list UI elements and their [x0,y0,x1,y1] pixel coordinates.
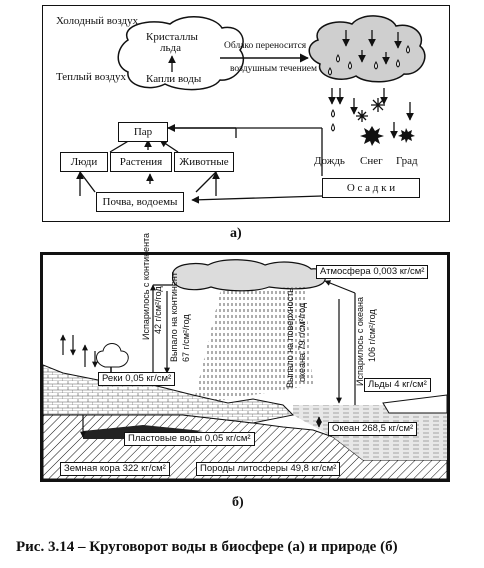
cold-air-label: Холодный воздух [56,15,139,27]
panel-a [42,5,450,222]
evap-continent-value: 42 г/см²/год [153,286,163,334]
evap-ocean-value: 106 г/см²/год [367,309,377,362]
figure-caption: Рис. 3.14 – Круговорот воды в биосфере (… [16,539,398,555]
atmosphere-label: Атмосфера 0,003 кг/см² [316,265,429,279]
precipitation-label: О с а д к и [346,182,396,194]
animals-label: Животные [179,156,229,168]
fell-continent-value: 67 г/см²/год [181,314,191,362]
ice-cap [382,394,447,414]
soil-label: Почва, водоемы [102,196,178,208]
fell-ocean-label: Выпало на поверхность [285,288,295,388]
ice-crystals-label-2: льда [160,42,181,54]
people-label: Люди [70,156,98,168]
ice-label: Льды 4 кг/см² [364,378,431,392]
hail-label: Град [396,155,418,167]
groundwater-label: Пластовые воды 0,05 кг/см² [124,432,255,446]
rivers-label: Реки 0,05 кг/см² [98,372,176,386]
snow-label: Снег [360,155,383,167]
ocean-label: Океан 268,5 кг/см² [328,422,418,436]
panel-b [40,252,450,482]
evap-ocean-label: Испарилось с океана [355,297,365,386]
warm-air-label: Теплый воздух [56,71,126,83]
fell-continent-label: Выпало на континент [169,272,179,362]
snowflake-icon [371,98,385,112]
animals-box: Животные [174,152,234,172]
hail-icon [360,126,384,146]
cloud-carried-label: Облако переносится [224,41,307,51]
ice-crystals-label: Кристаллы [146,31,198,43]
rain-label: Дождь [314,155,345,167]
atmosphere-cloud [172,259,326,292]
plants-box: Растения [110,152,172,172]
plants-label: Растения [119,156,163,168]
people-box: Люди [60,152,108,172]
tree-icon [96,343,129,368]
panel-a-label: а) [230,226,242,241]
panel-b-label: б) [232,495,244,510]
steam-box: Пар [118,122,168,142]
crust-label: Земная кора 322 кг/см² [60,462,170,476]
lithosphere-label: Породы литосферы 49,8 кг/см² [196,462,341,476]
fell-ocean-value: океана 79 г/см²/год [297,302,307,382]
water-drops-label: Капли воды [146,73,202,85]
rain-cloud [308,15,426,83]
evap-continent-label: Испарилось с континента [141,232,151,340]
precipitation-box: О с а д к и [322,178,420,198]
steam-label: Пар [133,126,153,138]
soil-box: Почва, водоемы [96,192,184,212]
air-current-label: воздушным течением [230,64,318,74]
left-cloud [117,16,245,91]
